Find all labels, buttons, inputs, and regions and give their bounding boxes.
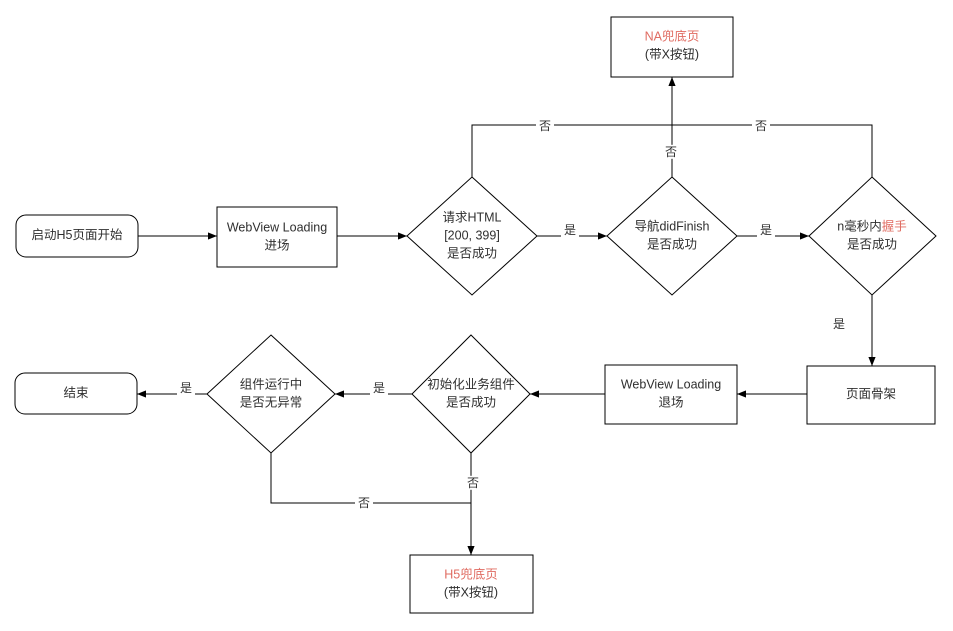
handshake-decision-shape — [808, 176, 937, 296]
edge-request-html-no — [471, 124, 672, 177]
components-running-decision-shape — [206, 334, 336, 454]
page-skeleton-shape — [806, 365, 936, 425]
end-node-shape — [14, 372, 138, 415]
edge-handshake-no — [672, 124, 873, 177]
didfinish-decision-shape — [606, 176, 738, 296]
start-node-shape — [15, 214, 139, 258]
h5-fallback-shape — [409, 554, 534, 614]
edge-running-no — [270, 453, 471, 504]
request-html-decision-shape — [406, 176, 538, 296]
webview-loading-exit-shape — [604, 364, 738, 425]
init-components-decision-shape — [411, 334, 531, 454]
na-fallback-shape — [610, 16, 734, 78]
webview-loading-enter-shape — [216, 206, 338, 268]
